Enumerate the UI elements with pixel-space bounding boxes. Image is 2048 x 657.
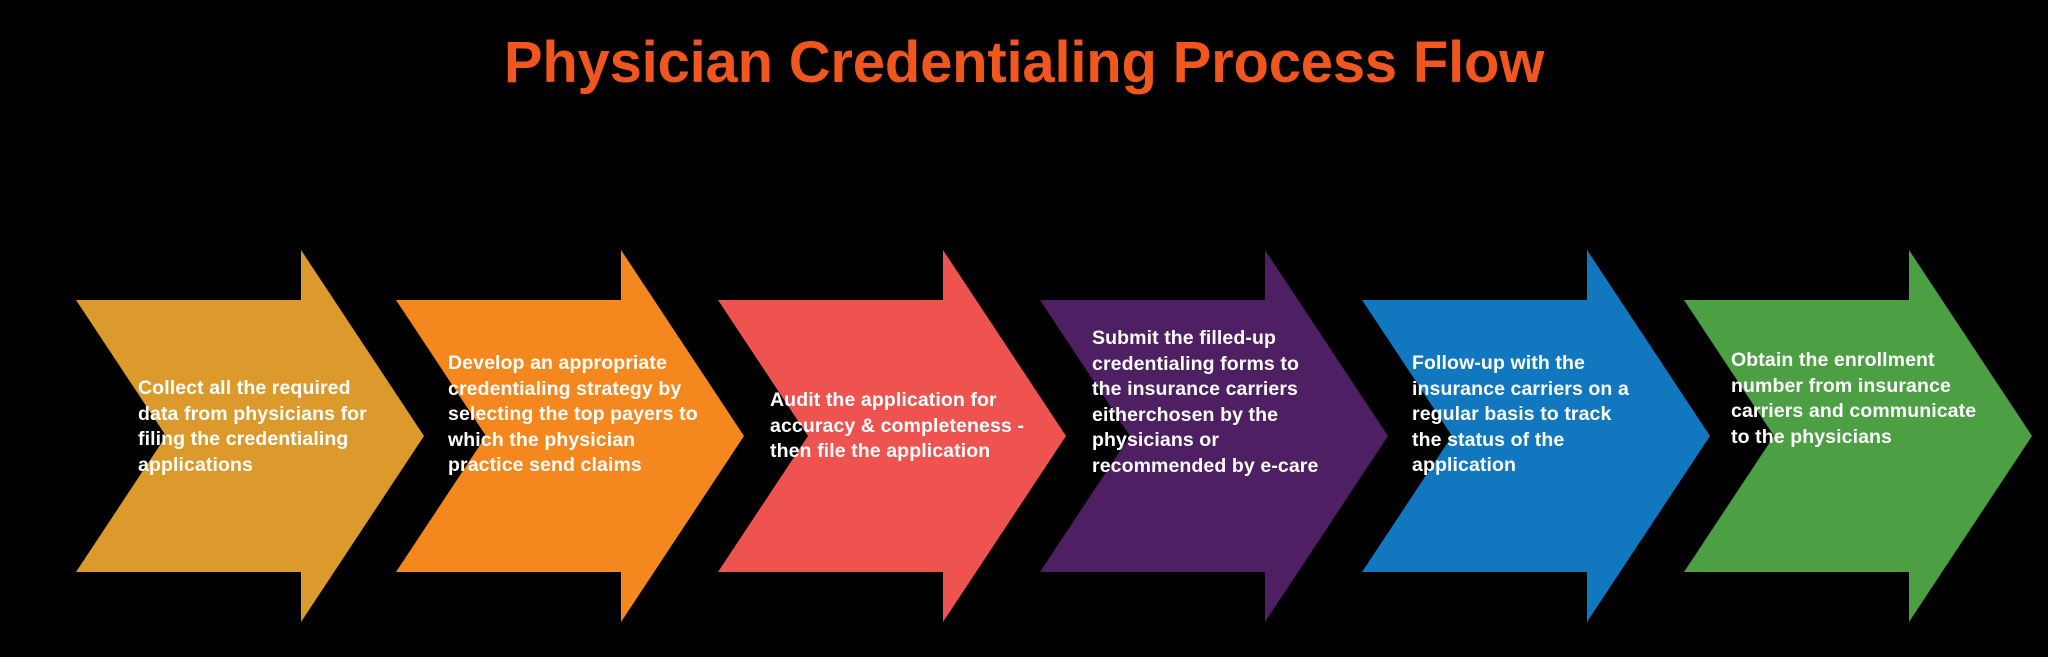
- chevron-arrow-icon: [338, 236, 756, 636]
- chevron-arrow-path-3: [718, 250, 1066, 622]
- chevron-arrow-path-5: [1362, 250, 1710, 622]
- chevron-arrow-icon: [1626, 236, 2044, 636]
- process-flow-arrows: Collect all the required data from physi…: [0, 236, 2048, 636]
- process-step-5: Follow-up with the insurance carriers on…: [1304, 236, 1722, 636]
- process-step-1: Collect all the required data from physi…: [18, 236, 436, 636]
- process-step-5-text: Follow-up with the insurance carriers on…: [1412, 352, 1629, 476]
- process-step-2: Develop an appropriate credentialing str…: [338, 236, 756, 636]
- process-step-4-text: Submit the filled-up credentialing forms…: [1092, 327, 1319, 477]
- chevron-arrow-icon: [18, 236, 436, 636]
- process-step-6: Obtain the enrollment number from insura…: [1626, 236, 2044, 636]
- process-step-1-text: Collect all the required data from physi…: [138, 377, 367, 476]
- chevron-arrow-path-6: [1684, 250, 2032, 622]
- chevron-arrow-path-4: [1040, 250, 1388, 622]
- chevron-arrow-icon: [1304, 236, 1722, 636]
- process-step-3: Audit the application for accuracy & com…: [660, 236, 1078, 636]
- chevron-arrow-icon: [982, 236, 1400, 636]
- process-step-4: Submit the filled-up credentialing forms…: [982, 236, 1400, 636]
- chevron-arrow-icon: [660, 236, 1078, 636]
- chevron-arrow-path-1: [76, 250, 424, 622]
- process-step-2-text: Develop an appropriate credentialing str…: [448, 352, 698, 476]
- chevron-arrow-path-2: [396, 250, 744, 622]
- process-step-6-text: Obtain the enrollment number from insura…: [1731, 349, 1977, 448]
- process-step-3-text: Audit the application for accuracy & com…: [770, 389, 1024, 462]
- page-title: Physician Credentialing Process Flow: [503, 30, 1545, 95]
